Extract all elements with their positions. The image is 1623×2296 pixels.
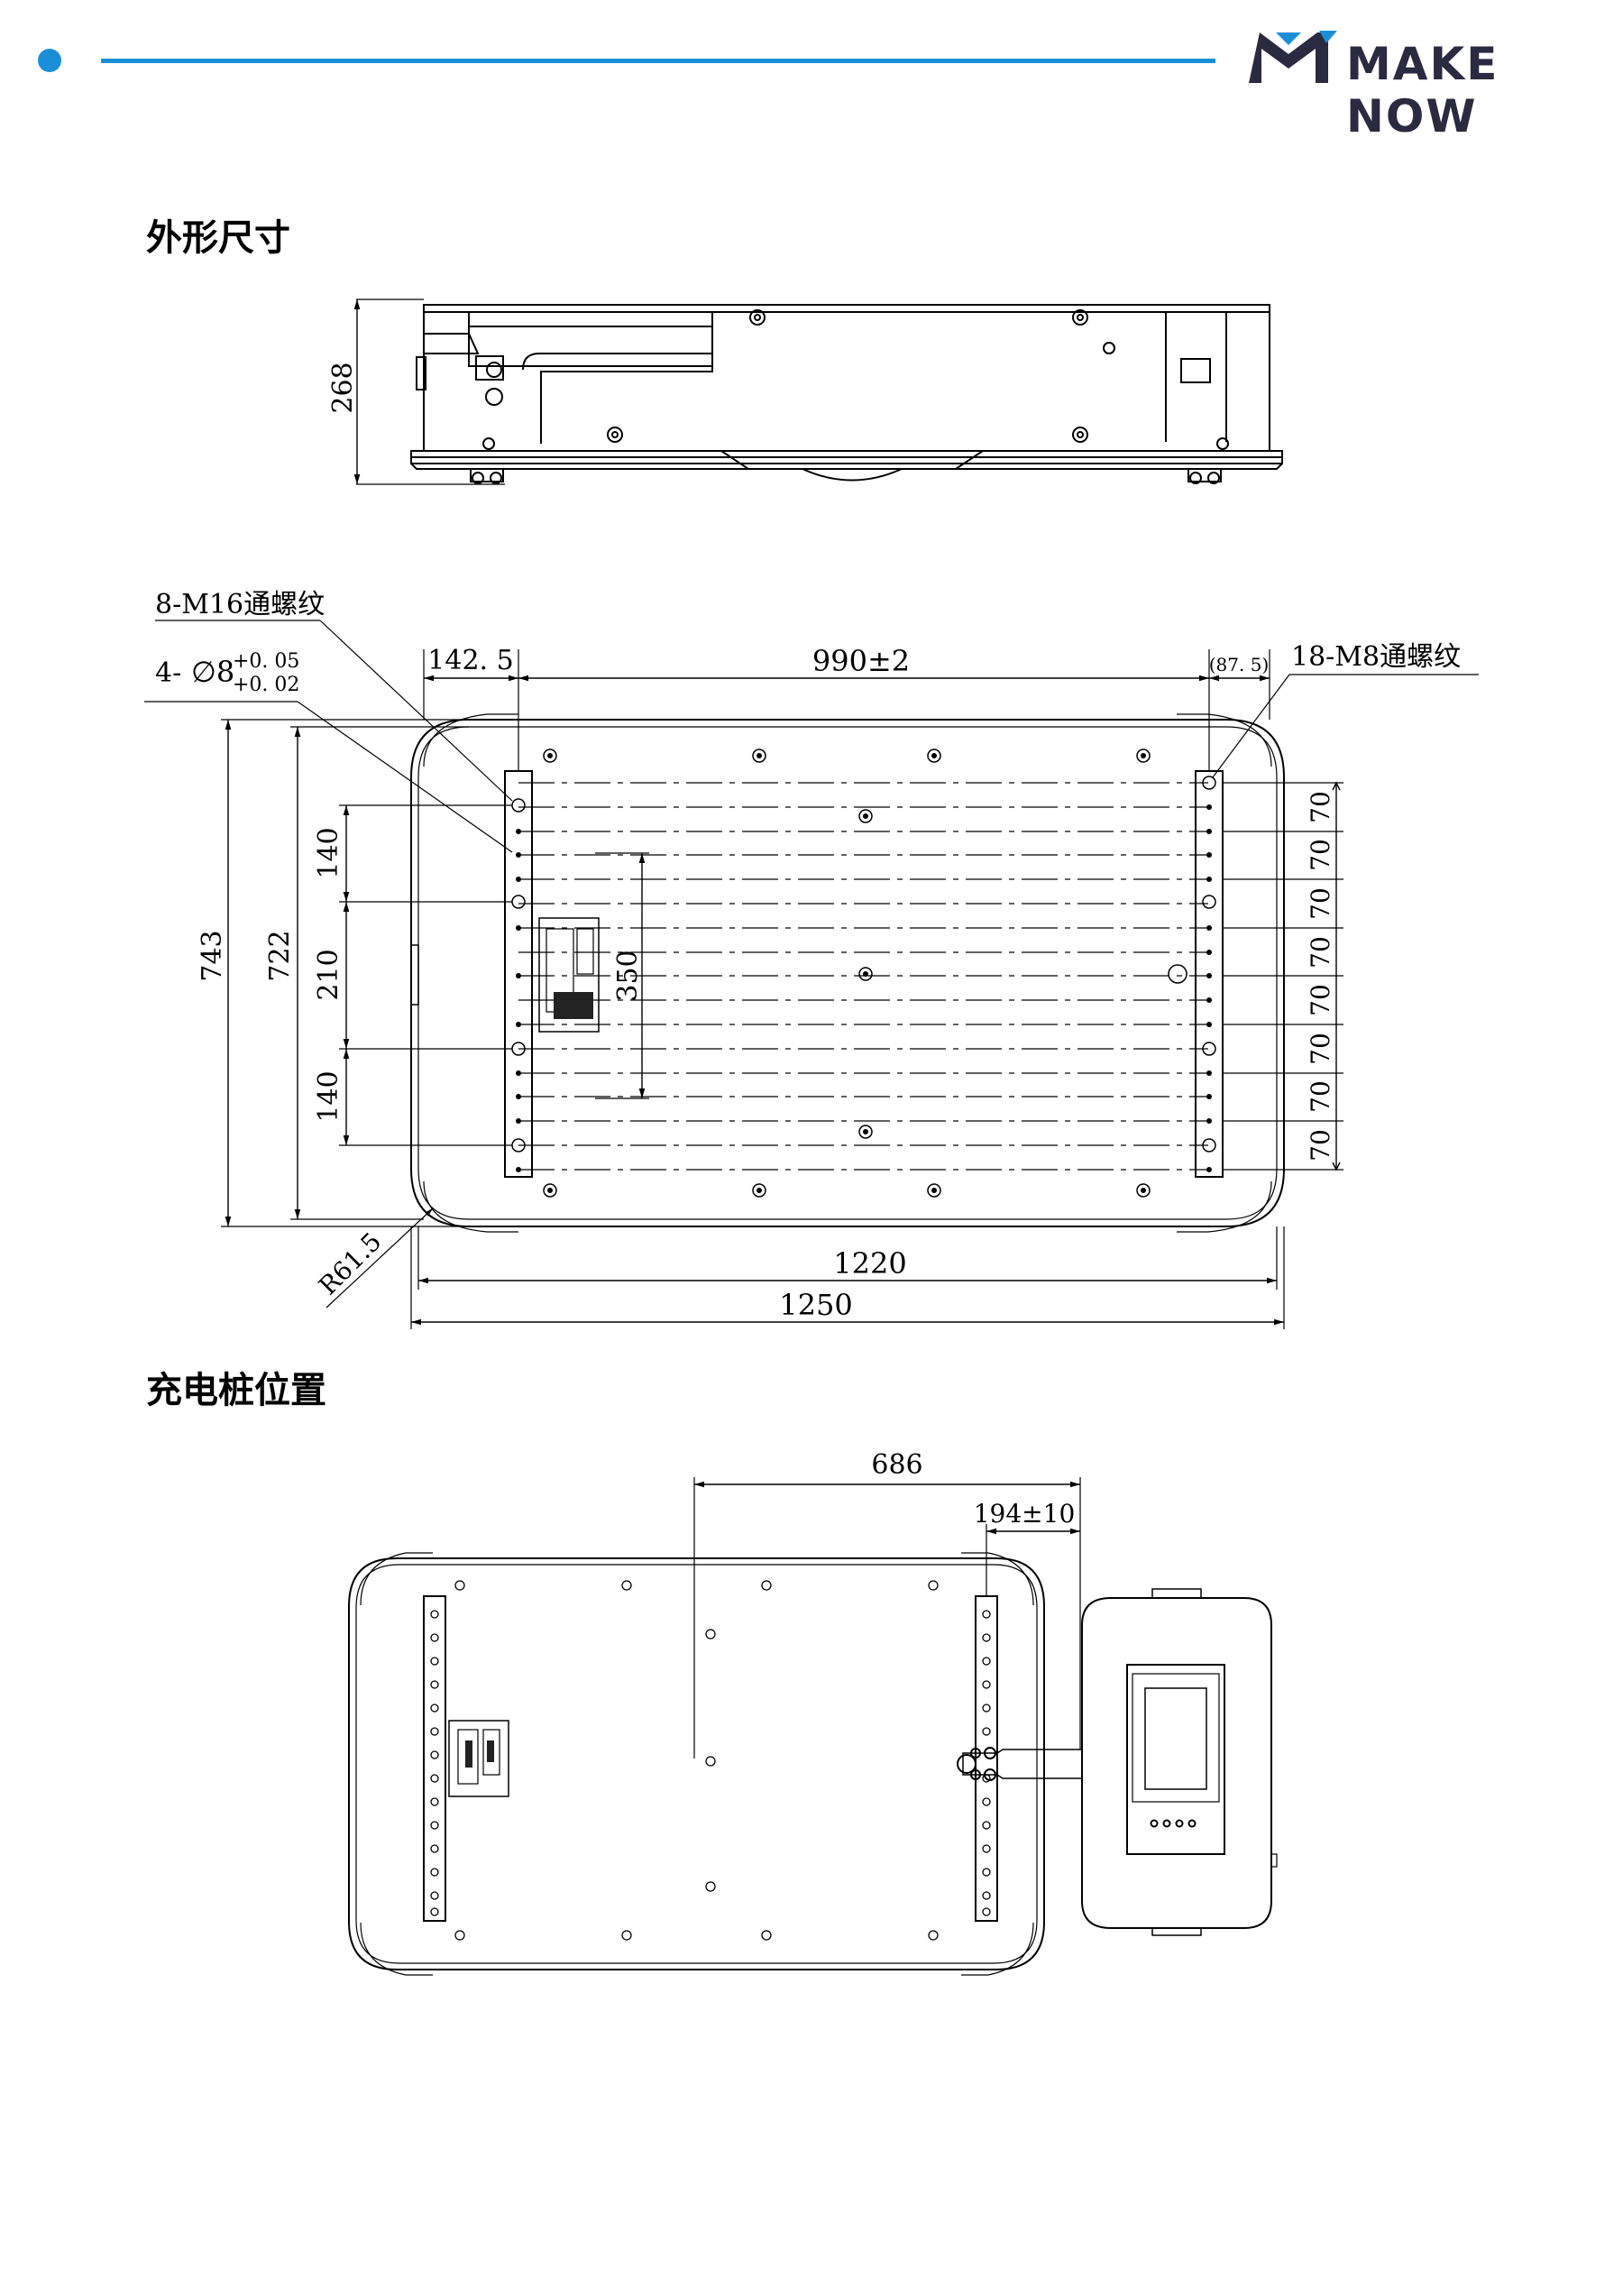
- dim-r61-5-label: R61.5: [313, 1226, 387, 1300]
- dim-140-bottom-label: 140: [313, 1070, 344, 1122]
- hole-symbol-label: ∅8: [191, 655, 234, 689]
- dim-pitch-70-4: 70: [1306, 936, 1335, 969]
- brand-name: MAKE NOW: [1346, 38, 1499, 142]
- section-title-charger: 充电桩位置: [146, 1370, 326, 1411]
- dim-pitch-70-3: 70: [1306, 887, 1335, 920]
- dim-pitch-70-1: 70: [1306, 791, 1335, 823]
- dim-743-label: 743: [197, 930, 228, 981]
- dim-1220-label: 1220: [833, 1246, 906, 1281]
- top-view: [144, 620, 1479, 1329]
- dim-pitch-70-2: 70: [1306, 839, 1335, 871]
- header-rule: [101, 59, 1215, 63]
- hole-prefix-label: 4-: [155, 657, 181, 689]
- mn-logo-icon: [1249, 31, 1337, 83]
- dim-1250-label: 1250: [779, 1288, 852, 1322]
- hole-tol-upper: +0. 05: [233, 650, 299, 673]
- side-view: [353, 298, 1283, 485]
- dim-pitch-70-5: 70: [1306, 984, 1335, 1016]
- dim-268-label: 268: [327, 362, 359, 413]
- dim-722-label: 722: [264, 930, 296, 981]
- hole-tol-lower: +0. 02: [233, 674, 299, 696]
- header-dot: [38, 49, 61, 72]
- dim-87-5-label: (87. 5): [1209, 654, 1270, 675]
- dim-210-label: 210: [313, 949, 344, 1000]
- dim-990-label: 990±2: [812, 644, 910, 678]
- dim-140-top-label: 140: [313, 827, 344, 878]
- section-title-dimensions: 外形尺寸: [146, 217, 290, 259]
- dim-pitch-70-7: 70: [1306, 1080, 1335, 1113]
- dim-pitch-70-8: 70: [1306, 1129, 1335, 1162]
- dim-350-label: 350: [612, 950, 644, 1001]
- thread-m16-label: 8-M16通螺纹: [155, 589, 325, 620]
- dim-pitch-70-6: 70: [1306, 1033, 1335, 1065]
- dim-686-label: 686: [871, 1449, 922, 1481]
- dim-194-label: 194±10: [974, 1499, 1076, 1529]
- dim-142-5-label: 142. 5: [427, 645, 513, 676]
- charger-view: [348, 1477, 1278, 1976]
- thread-m8-label: 18-M8通螺纹: [1291, 641, 1461, 673]
